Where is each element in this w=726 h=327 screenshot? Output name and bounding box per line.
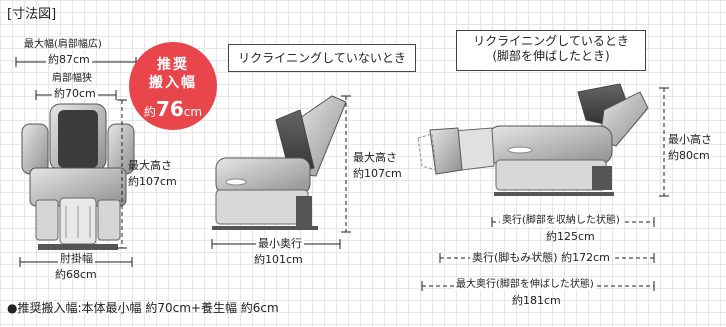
upright-height-label: 最大高さ (353, 151, 397, 164)
reclined-side-chair (417, 83, 649, 196)
badge-prefix: 約 (143, 105, 156, 119)
upright-height-value: 約107cm (353, 167, 402, 180)
badge-line2: 搬入幅 (149, 75, 197, 91)
reclined-title-box: リクライニングしているとき (脚部を伸ばしたとき) (456, 30, 646, 71)
front-armrest-label: 肘掛幅 (58, 252, 95, 265)
upright-depth-value: 約101cm (254, 253, 303, 266)
reclined-min-height-value: 約80cm (668, 149, 710, 162)
front-max-width-value: 約87cm (46, 53, 92, 66)
footer-note: ●推奨搬入幅:本体最小幅 約70cm+養生幅 約6cm (7, 301, 279, 315)
front-armrest-value: 約68cm (55, 268, 97, 281)
front-shoulder-label: 肩部幅狭 (52, 73, 92, 84)
recommended-width-badge: 推奨 搬入幅 約76cm (129, 42, 217, 130)
badge-value: 約76cm (129, 97, 217, 121)
badge-number: 76 (155, 97, 184, 121)
reclined-depth3-label: 最大奥行(脚部を伸ばした状態) (454, 279, 596, 290)
front-height-value: 約107cm (128, 175, 177, 188)
upright-side-chair (212, 95, 347, 230)
front-view-chair (21, 103, 135, 250)
reclined-title-line2: (脚部を伸ばしたとき) (492, 49, 610, 63)
front-max-width-label: 最大幅(肩部幅広) (24, 39, 102, 50)
upright-title: リクライニングしていないとき (238, 51, 406, 65)
reclined-depth1-label: 奥行(脚部を収納した状態) (500, 215, 622, 226)
reclined-depth2-text: 奥行(脚もみ状態) 約172cm (470, 251, 612, 264)
reclined-depth3-value: 約181cm (512, 294, 561, 307)
reclined-min-height-label: 最小高さ (668, 133, 712, 146)
reclined-depth1-value: 約125cm (546, 230, 595, 243)
upright-depth-label: 最小奥行 (256, 237, 304, 250)
reclined-title-line1: リクライニングしているとき (473, 34, 629, 48)
badge-unit: cm (183, 105, 203, 119)
front-height-label: 最大高さ (128, 159, 172, 172)
front-shoulder-value: 約70cm (52, 87, 98, 100)
diagram-title: [寸法図] (7, 7, 57, 22)
upright-title-box: リクライニングしていないとき (228, 44, 416, 72)
badge-line1: 推奨 (157, 57, 189, 73)
